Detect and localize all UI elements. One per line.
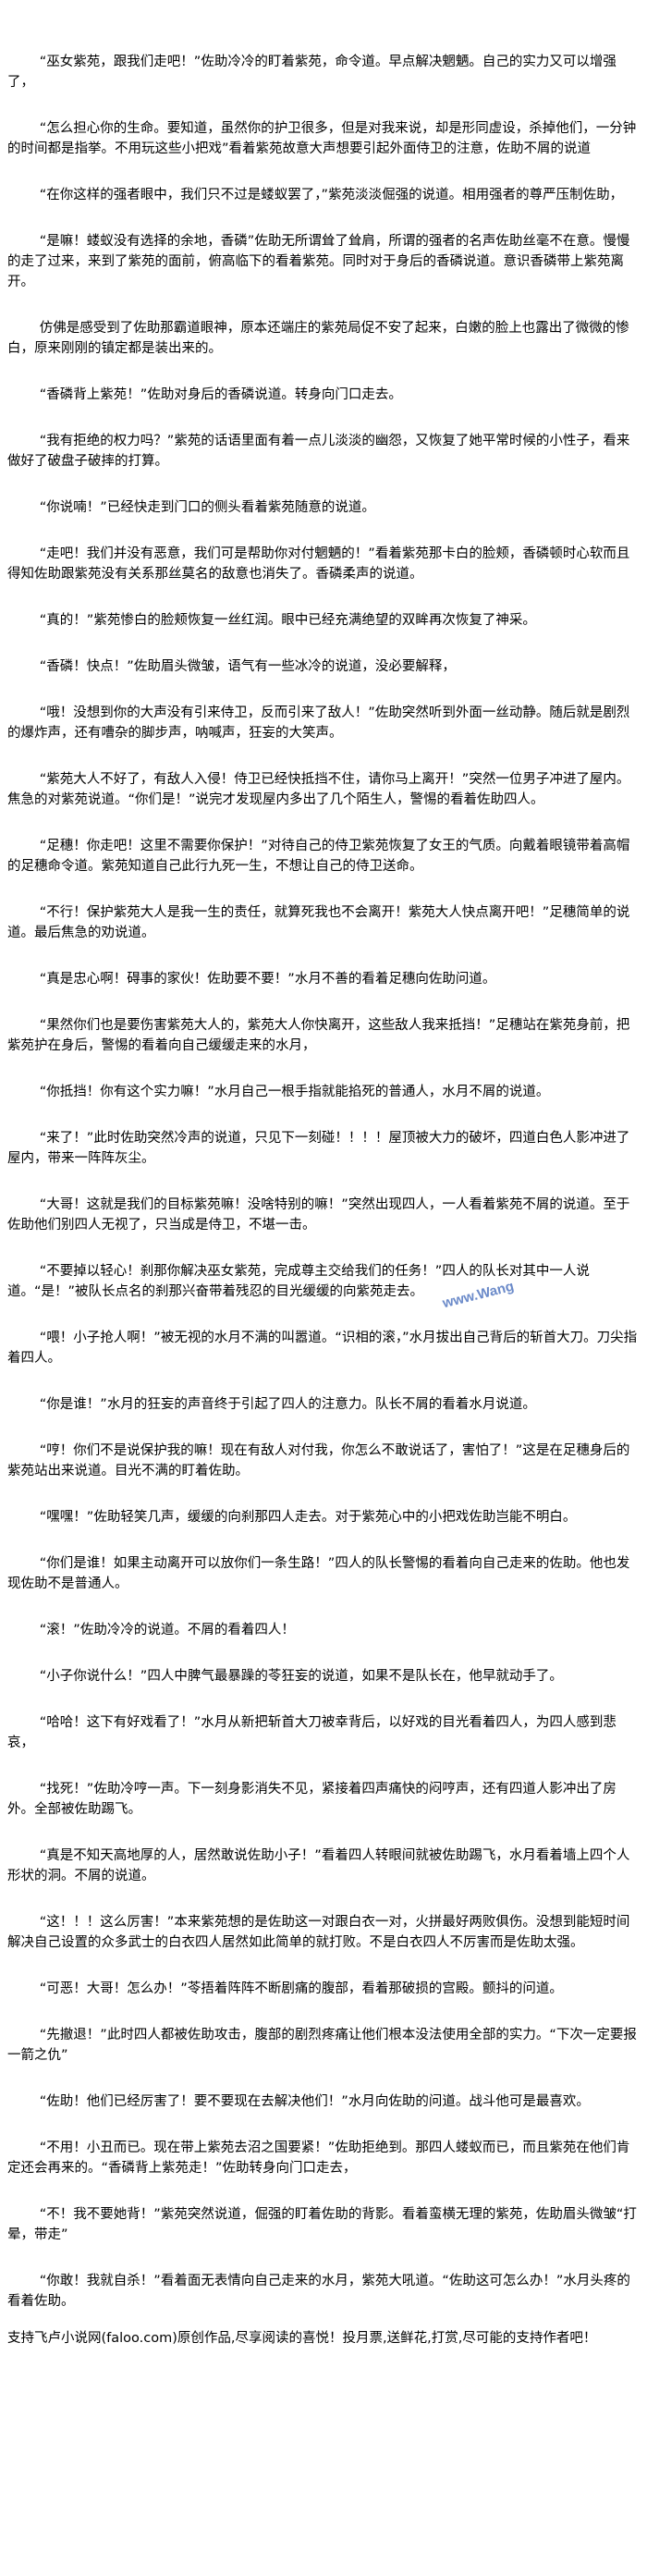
story-paragraph: “足穗！你走吧！这里不需要你保护！”对待自己的侍卫紫苑恢复了女王的气质。向戴着眼… [7, 839, 630, 874]
support-footer-text: 支持飞卢小说网(faloo.com)原创作品,尽享阅读的喜悦！投月票,送鲜花,打… [7, 2331, 597, 2346]
story-paragraph: “先撤退！”此时四人都被佐助攻击，腹部的剧烈疼痛让他们根本没法使用全部的实力。“… [7, 2028, 637, 2063]
story-paragraph: “不行！保护紫苑大人是我一生的责任，就算死我也不会离开！紫苑大人快点离开吧！”足… [7, 905, 630, 940]
story-paragraph: “香磷！快点！”佐助眉头微皱，语气有一些冰冷的说道，没必要解释， [39, 659, 456, 674]
story-paragraph: “是嘛！蝼蚁没有选择的余地，香磷”佐助无所谓耸了耸肩，所谓的强者的名声佐助丝毫不… [7, 234, 630, 289]
story-paragraph: “找死！”佐助冷哼一声。下一刻身影消失不见，紧接着四声痛快的闷哼声，还有四道人影… [7, 1782, 616, 1817]
story-paragraph: “不！我不要她背！”紫苑突然说道，倔强的盯着佐助的背影。看着蛮横无理的紫苑，佐助… [7, 2207, 637, 2242]
story-paragraph: “不要掉以轻心！刹那你解决巫女紫苑，完成尊主交给我们的任务！”四人的队长对其中一… [7, 1264, 590, 1299]
story-paragraph: “紫苑大人不好了，有敌人入侵！侍卫已经快抵挡不住，请你马上离开！”突然一位男子冲… [7, 772, 630, 807]
story-paragraph: “走吧！我们并没有恶意，我们可是帮助你对付魍魉的！”看着紫苑那卡白的脸颊，香磷顿… [7, 546, 630, 582]
story-paragraph: “巫女紫苑，跟我们走吧！”佐助冷冷的盯着紫苑，命令道。早点解决魍魉。自己的实力又… [7, 55, 616, 90]
story-paragraph: “你们是谁！如果主动离开可以放你们一条生路！”四人的队长警惕的看着向自己走来的佐… [7, 1556, 630, 1591]
story-paragraph: “你抵挡！你有这个实力嘛！”水月自己一根手指就能掐死的普通人，水月不屑的说道。 [39, 1085, 550, 1099]
story-paragraph: “我有拒绝的权力吗？”紫苑的话语里面有着一点儿淡淡的幽怨，又恢复了她平常时候的小… [7, 434, 630, 469]
story-paragraph: 仿佛是感受到了佐助那霸道眼神，原本还端庄的紫苑局促不安了起来，白嫩的脸上也露出了… [7, 321, 629, 356]
story-paragraph: “滚！”佐助冷冷的说道。不屑的看着四人！ [39, 1623, 295, 1638]
story-paragraph: “真是忠心啊！碍事的家伙！佐助要不要！”水月不善的看着足穗向佐助问道。 [39, 972, 496, 987]
story-paragraph: “哦！没想到你的大声没有引来侍卫，反而引来了敌人！”佐助突然听到外面一丝动静。随… [7, 705, 630, 741]
story-paragraph: “小子你说什么！”四人中脾气最暴躁的苓狂妄的说道，如果不是队长在，他早就动手了。 [39, 1669, 563, 1684]
story-paragraph: “哼！你们不是说保护我的嘛！现在有敌人对付我，你怎么不敢说话了，害怕了！”这是在… [7, 1443, 630, 1478]
story-paragraph: “香磷背上紫苑！”佐助对身后的香磷说道。转身向门口走去。 [39, 387, 402, 402]
story-paragraph: “你说喃！”已经快走到门口的侧头看着紫苑随意的说道。 [39, 500, 375, 515]
chapter-content: “巫女紫苑，跟我们走吧！”佐助冷冷的盯着紫苑，命令道。早点解决魍魉。自己的实力又… [7, 52, 638, 2346]
story-paragraph: “你是谁！”水月的狂妄的声音终于引起了四人的注意力。队长不屑的看着水月说道。 [39, 1397, 536, 1412]
story-paragraph: “嘿嘿！”佐助轻笑几声，缓缓的向刹那四人走去。对于紫苑心中的小把戏佐助岂能不明白… [39, 1510, 577, 1525]
story-paragraph: “来了！”此时佐助突然冷声的说道，只见下一刻碰！！！！屋顶被大力的破坏，四道白色… [7, 1131, 630, 1166]
story-paragraph: “真的！”紫苑惨白的脸颊恢复一丝红润。眼中已经充满绝望的双眸再次恢复了神采。 [39, 613, 536, 628]
story-paragraph: “真是不知天高地厚的人，居然敢说佐助小子！”看着四人转眼间就被佐助踢飞，水月看着… [7, 1848, 630, 1883]
story-paragraph: “大哥！这就是我们的目标紫苑嘛！没啥特别的嘛！”突然出现四人，一人看着紫苑不屑的… [7, 1197, 630, 1233]
story-paragraph: “果然你们也是要伤害紫苑大人的，紫苑大人你快离开，这些敌人我来抵挡！”足穗站在紫… [7, 1018, 630, 1053]
story-paragraph: “佐助！他们已经厉害了！要不要现在去解决他们！”水月向佐助的问道。战斗他可是最喜… [39, 2094, 590, 2109]
paragraph-list: “巫女紫苑，跟我们走吧！”佐助冷冷的盯着紫苑，命令道。早点解决魍魉。自己的实力又… [7, 52, 638, 2312]
story-paragraph: “喂！小子抢人啊！”被无视的水月不满的叫嚣道。“识相的滚，”水月拔出自己背后的斩… [7, 1331, 638, 1366]
story-paragraph: “怎么担心你的生命。要知道，虽然你的护卫很多，但是对我来说，却是形同虚设，杀掉他… [7, 121, 637, 156]
story-paragraph: “这！！！这么厉害！”本来紫苑想的是佐助这一对跟白衣一对，火拼最好两败俱伤。没想… [7, 1915, 630, 1950]
story-paragraph: “哈哈！这下有好戏看了！”水月从新把斩首大刀被幸背后，以好戏的目光看着四人，为四… [7, 1715, 616, 1750]
story-paragraph: “不用！小丑而已。现在带上紫苑去沼之国要紧！”佐助拒绝到。那四人蝼蚁而已，而且紫… [7, 2141, 630, 2176]
story-paragraph: “可恶！大哥！怎么办！”苓捂着阵阵不断剧痛的腹部，看着那破损的宫殿。颤抖的问道。 [39, 1981, 563, 1996]
story-paragraph: “你敢！我就自杀！”看着面无表情向自己走来的水月，紫苑大吼道。“佐助这可怎么办！… [7, 2274, 630, 2309]
story-paragraph: “在你这样的强者眼中，我们只不过是蝼蚁罢了，”紫苑淡淡倔强的说道。相用强者的尊严… [39, 188, 624, 202]
